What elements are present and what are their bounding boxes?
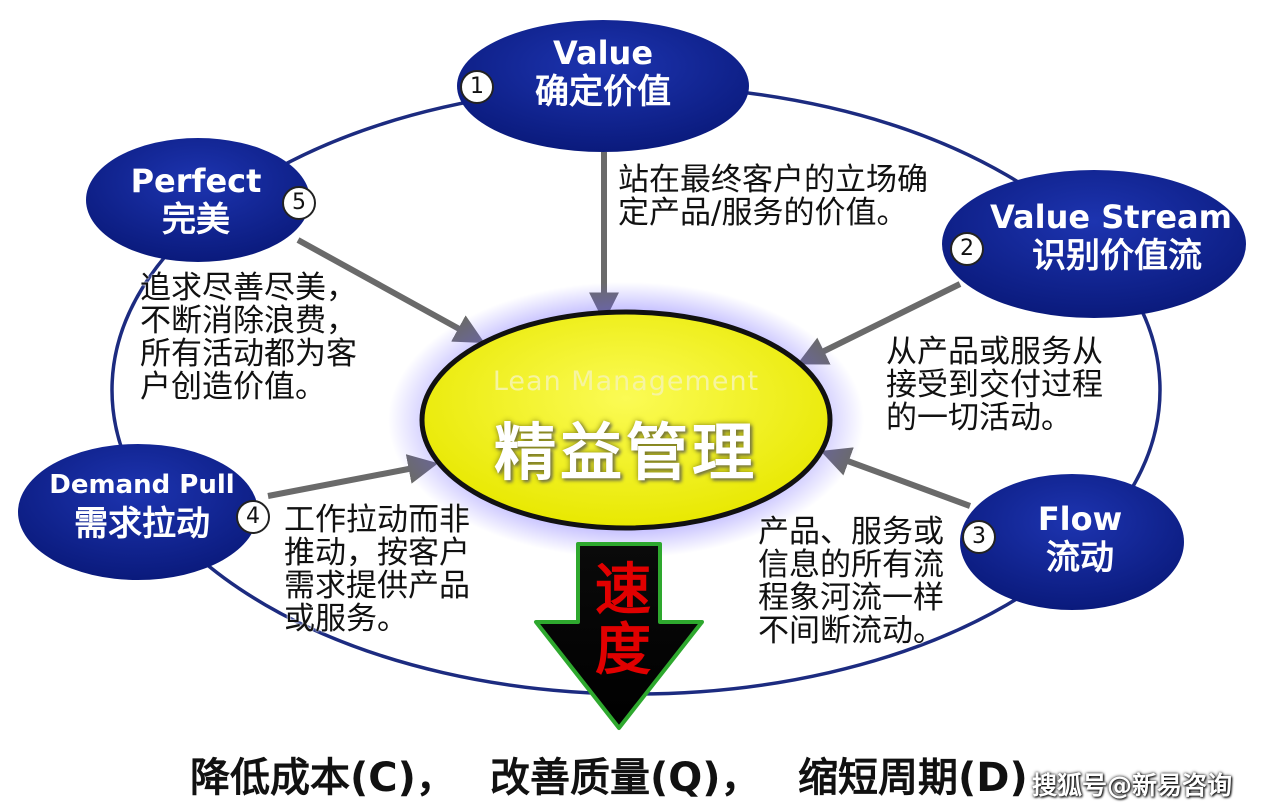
arrow-value-stream <box>797 281 962 365</box>
node-demand-pull-en: Demand Pull <box>49 470 235 500</box>
center-title-cn: 精益管理 <box>493 416 758 489</box>
badge-1: 1 <box>460 70 494 104</box>
arrow-demand-pull <box>267 454 439 499</box>
node-demand-pull-cn: 需求拉动 <box>74 504 210 544</box>
speed-char-1: 速 <box>595 558 651 623</box>
node-value-stream-cn: 识别价值流 <box>1032 236 1202 276</box>
badge-4: 4 <box>236 500 270 534</box>
node-perfect-label: Perfect 完美 <box>116 162 276 240</box>
watermark: 搜狐号@新易咨询 <box>1032 771 1233 800</box>
bottom-quality: 改善质量(Q)， <box>490 755 761 801</box>
node-value-en: Value <box>552 34 654 72</box>
desc-value-stream: 从产品或服务从 接受到交付过程 的一切活动。 <box>886 334 1103 436</box>
node-perfect <box>86 138 310 262</box>
node-flow-en: Flow <box>1037 500 1123 538</box>
badge-3: 3 <box>962 520 996 554</box>
desc-perfect: 追求尽善尽美， 不断消除浪费， 所有活动都为客 户创造价值。 <box>140 270 357 405</box>
node-value-cn: 确定价值 <box>535 72 671 112</box>
node-perfect-cn: 完美 <box>162 200 230 240</box>
node-value <box>457 20 749 152</box>
node-demand-pull-label: Demand Pull 需求拉动 <box>42 466 242 544</box>
badge-5: 5 <box>282 186 316 220</box>
speed-char-2: 度 <box>595 618 651 683</box>
speed-arrow <box>534 542 704 730</box>
node-value-stream-label: Value Stream 识别价值流 <box>990 198 1232 276</box>
node-flow-cn: 流动 <box>1046 538 1114 578</box>
desc-value: 站在最终客户的立场确 定产品/服务的价值。 <box>618 162 928 231</box>
badge-2: 2 <box>950 232 984 266</box>
node-value-label: Value 确定价值 <box>503 34 703 112</box>
node-perfect-en: Perfect <box>130 162 262 200</box>
center-ellipse <box>419 309 833 531</box>
node-value-stream-en: Value Stream <box>990 198 1232 236</box>
center-title-en: Lean Management <box>492 366 760 397</box>
bottom-cycle: 缩短周期(D) <box>798 755 1028 801</box>
node-demand-pull <box>18 444 258 580</box>
bottom-cost: 降低成本(C)， <box>190 755 456 801</box>
desc-flow: 产品、服务或 信息的所有流 程象河流一样 不间断流动。 <box>758 514 944 649</box>
node-flow-label: Flow 流动 <box>1010 500 1150 578</box>
arrow-flow <box>820 447 972 509</box>
node-value-stream <box>942 170 1246 318</box>
node-flow <box>960 474 1184 610</box>
desc-demand-pull: 工作拉动而非 推动，按客户 需求提供产品 或服务。 <box>284 502 470 637</box>
arrow-perfect <box>296 237 485 343</box>
